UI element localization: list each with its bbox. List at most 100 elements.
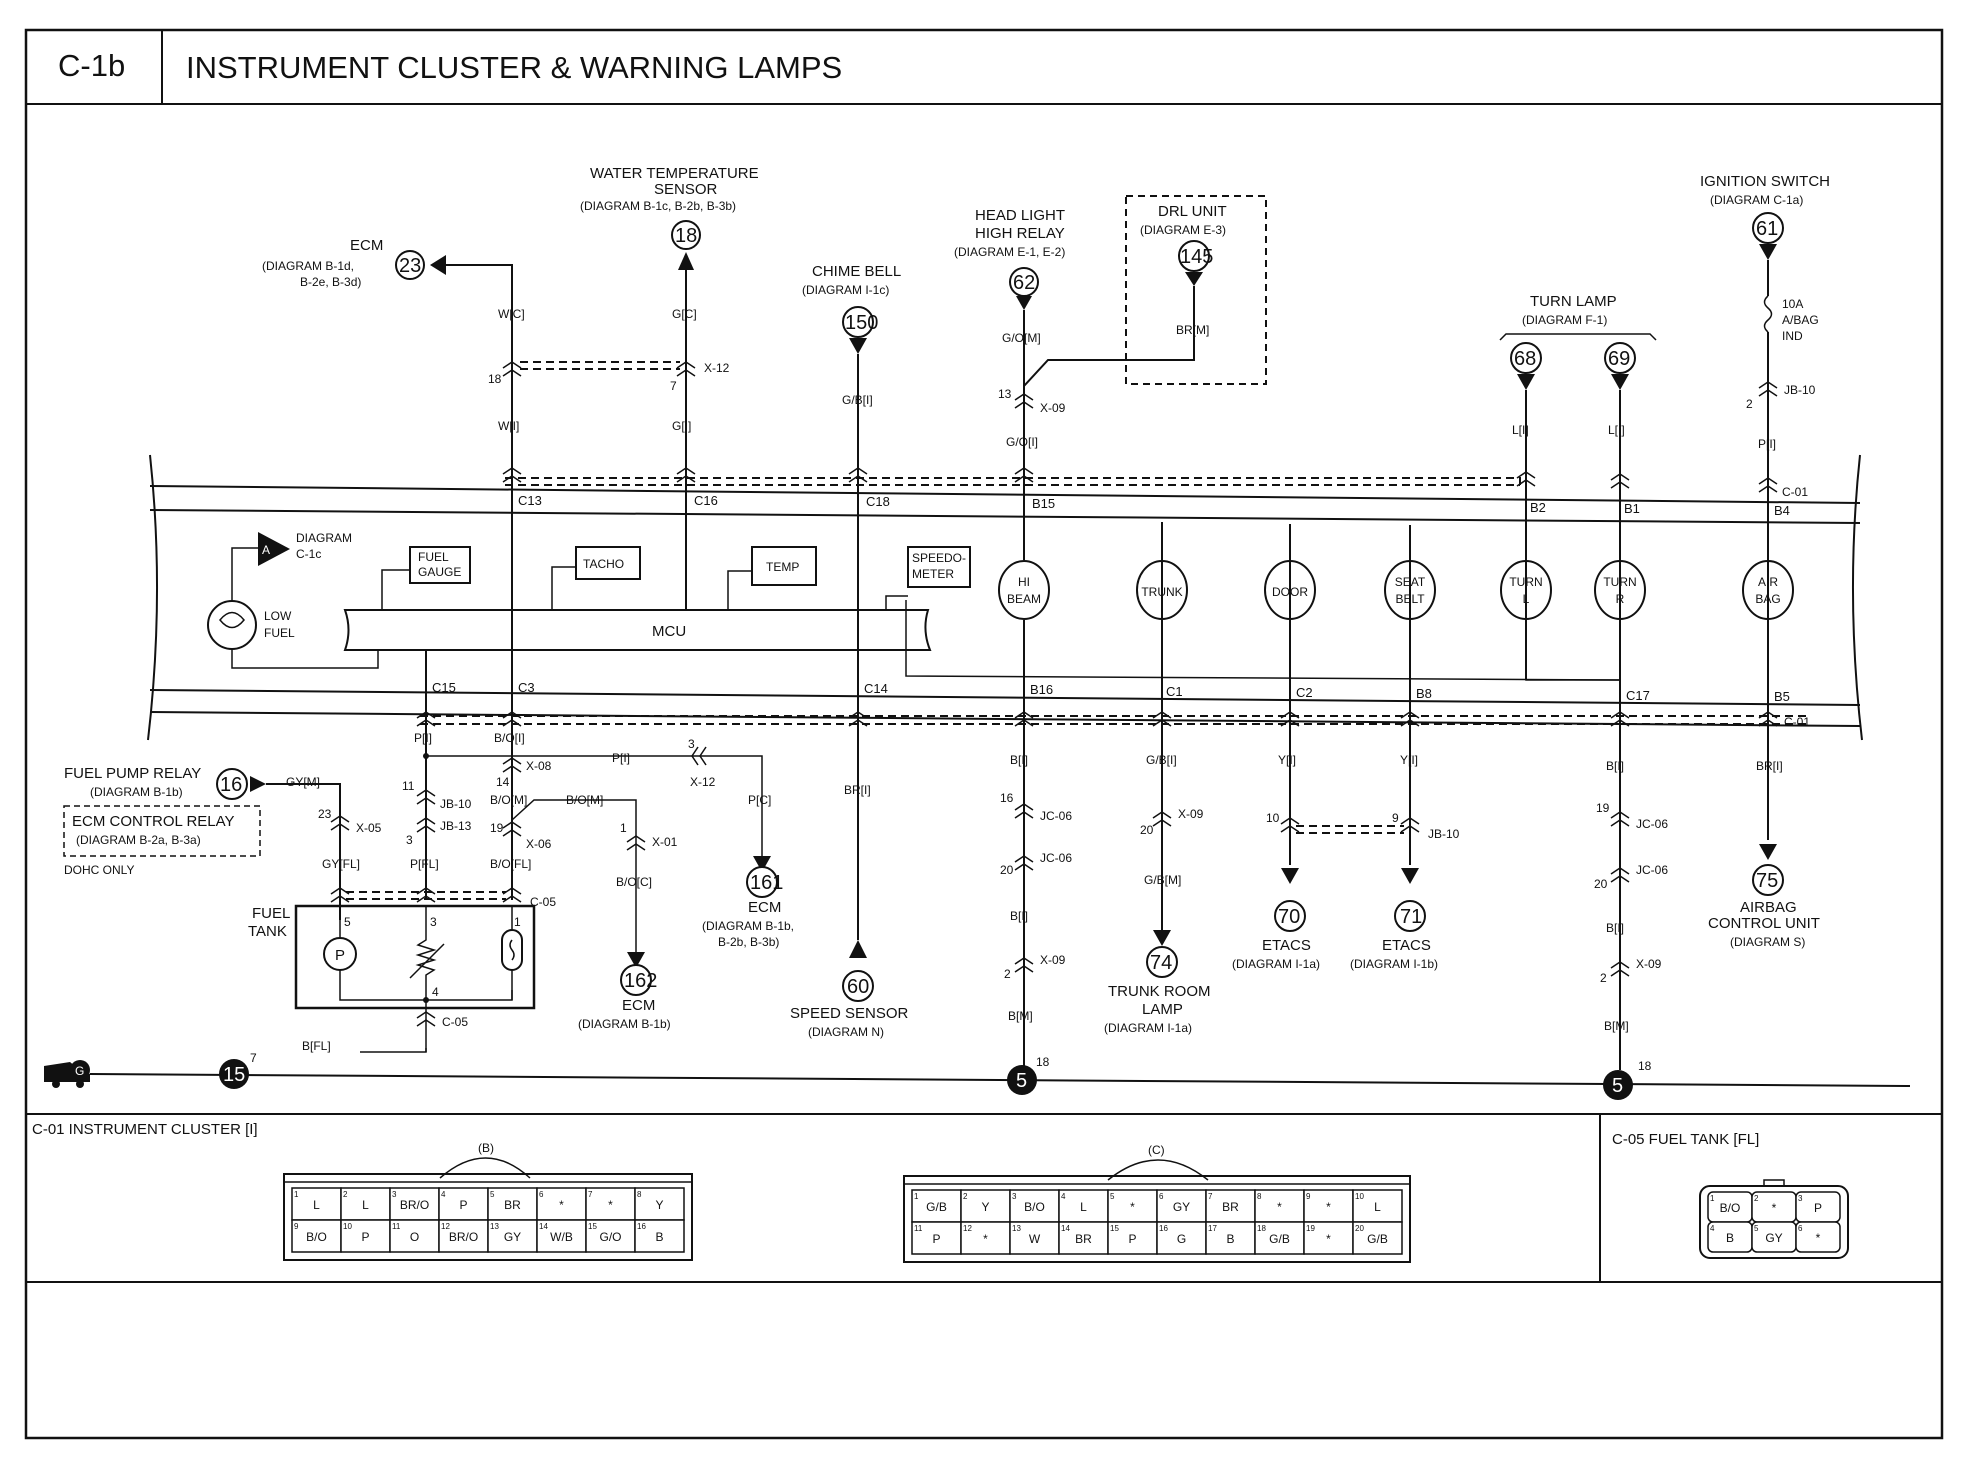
connector-panel: C-01 INSTRUMENT CLUSTER [I] C-05 FUEL TA… <box>26 1113 1942 1283</box>
etacs-70: Y[I] 10 70 ETACS (DIAGRAM I-1a) <box>1232 753 1320 971</box>
svg-text:15: 15 <box>588 1222 597 1231</box>
svg-text:A/BAG: A/BAG <box>1782 313 1819 327</box>
svg-text:3: 3 <box>406 833 413 847</box>
svg-text:JB-13: JB-13 <box>440 819 472 833</box>
svg-text:(DIAGRAM E-3): (DIAGRAM E-3) <box>1140 223 1226 237</box>
svg-text:17: 17 <box>1208 1224 1217 1233</box>
pin-label: C18 <box>866 494 890 509</box>
pin-label: B8 <box>1416 686 1432 701</box>
svg-text:P[FL]: P[FL] <box>410 857 439 871</box>
svg-text:69: 69 <box>1608 348 1630 370</box>
svg-text:4: 4 <box>441 1190 446 1199</box>
svg-text:2: 2 <box>1754 1194 1759 1203</box>
ecm-control-relay-box: ECM CONTROL RELAY (DIAGRAM B-2a, B-3a) D… <box>63 805 261 877</box>
ignition-switch-61-circuit: IGNITION SWITCH (DIAGRAM C-1a) 61 10A A/… <box>1700 173 1830 760</box>
svg-text:B/O[I]: B/O[I] <box>494 731 525 745</box>
svg-text:75: 75 <box>1756 870 1778 892</box>
connector-cell-label: * <box>1326 1200 1331 1214</box>
svg-text:19: 19 <box>1306 1224 1315 1233</box>
svg-text:3: 3 <box>688 737 695 751</box>
connector-cell-label: BR/O <box>449 1230 478 1244</box>
svg-text:G[I]: G[I] <box>672 419 691 433</box>
svg-text:3: 3 <box>430 915 437 929</box>
svg-text:9: 9 <box>294 1222 299 1231</box>
svg-text:ETACS: ETACS <box>1382 937 1431 954</box>
svg-text:SENSOR: SENSOR <box>654 181 718 198</box>
svg-text:16: 16 <box>220 774 242 796</box>
airbag-control-unit-75: BR[I] C-01 75 AIRBAG CONTROL UNIT (DIAGR… <box>1708 715 1820 949</box>
svg-text:AIRBAG: AIRBAG <box>1740 899 1797 916</box>
svg-text:10: 10 <box>1266 811 1280 825</box>
svg-text:(DIAGRAM I-1c): (DIAGRAM I-1c) <box>802 283 889 297</box>
svg-text:(DIAGRAM I-1b): (DIAGRAM I-1b) <box>1350 957 1438 971</box>
svg-text:JB-10: JB-10 <box>1784 383 1816 397</box>
svg-text:B/O[C]: B/O[C] <box>616 875 652 889</box>
svg-text:TEMP: TEMP <box>766 560 799 574</box>
connector-cell-label: B/O <box>1720 1201 1741 1215</box>
connector-cell-label: * <box>1326 1232 1331 1246</box>
connector-cell-label: G/B <box>1367 1232 1388 1246</box>
svg-text:BR[I]: BR[I] <box>844 783 871 797</box>
connector-cell-label: B <box>1226 1232 1234 1246</box>
svg-text:18: 18 <box>1036 1055 1050 1069</box>
connector-cell-label: * <box>608 1198 613 1212</box>
svg-text:(DIAGRAM S): (DIAGRAM S) <box>1730 935 1805 949</box>
svg-text:2: 2 <box>1600 971 1607 985</box>
connector-cell-label: B/O <box>1024 1200 1045 1214</box>
svg-text:10: 10 <box>1355 1192 1364 1201</box>
connector-c-grid: 1G/B2Y3B/O4L5*6GY7BR8*9*10L11P12*13W14BR… <box>903 1175 1411 1263</box>
svg-text:X-09: X-09 <box>1040 401 1066 415</box>
connector-cell <box>1205 1221 1256 1255</box>
pin-label: B1 <box>1624 501 1640 516</box>
svg-text:5: 5 <box>344 915 351 929</box>
svg-text:C-01: C-01 <box>1784 715 1810 729</box>
svg-text:4: 4 <box>432 985 439 999</box>
svg-text:DIAGRAM: DIAGRAM <box>296 531 352 545</box>
svg-text:FUEL PUMP RELAY: FUEL PUMP RELAY <box>64 765 201 782</box>
svg-text:2: 2 <box>1746 397 1753 411</box>
svg-text:(DIAGRAM I-1a): (DIAGRAM I-1a) <box>1104 1021 1192 1035</box>
connector-cell-label: L <box>313 1198 320 1212</box>
fuel-pump-relay-16: FUEL PUMP RELAY (DIAGRAM B-1b) 16 GY[M] … <box>64 765 382 920</box>
connector-cell <box>340 1187 391 1221</box>
svg-text:9: 9 <box>1392 811 1399 825</box>
svg-text:14: 14 <box>1061 1224 1070 1233</box>
pin-label: C1 <box>1166 684 1183 699</box>
diagram-title: INSTRUMENT CLUSTER & WARNING LAMPS <box>186 50 842 85</box>
connector-cell-label: W/B <box>550 1230 573 1244</box>
svg-text:W[I]: W[I] <box>498 419 519 433</box>
svg-text:G/B[I]: G/B[I] <box>1146 753 1177 767</box>
connector-cell-label: G/B <box>926 1200 947 1214</box>
connector-cell <box>1303 1189 1354 1223</box>
svg-text:18: 18 <box>1257 1224 1266 1233</box>
svg-text:(B): (B) <box>478 1141 494 1155</box>
svg-text:WATER TEMPERATURE: WATER TEMPERATURE <box>590 165 759 182</box>
svg-text:16: 16 <box>1159 1224 1168 1233</box>
svg-text:X-09: X-09 <box>1178 807 1204 821</box>
ecm-161: 161 ECM (DIAGRAM B-1b, B-2b, B-3b) <box>702 866 794 949</box>
svg-text:18: 18 <box>488 372 502 386</box>
svg-text:62: 62 <box>1013 272 1035 294</box>
svg-text:B-2e, B-3d): B-2e, B-3d) <box>300 275 361 289</box>
fuel-gauge-box: FUEL GAUGE <box>381 546 471 610</box>
connector-cell <box>1303 1221 1354 1255</box>
svg-text:74: 74 <box>1150 952 1172 974</box>
pin-label: B15 <box>1032 496 1055 511</box>
connector-cell-label: O <box>410 1230 419 1244</box>
svg-text:C-05: C-05 <box>442 1015 468 1029</box>
svg-text:1: 1 <box>1710 1194 1715 1203</box>
svg-text:5: 5 <box>1016 1070 1027 1092</box>
svg-text:6: 6 <box>1159 1192 1164 1201</box>
svg-text:DOHC ONLY: DOHC ONLY <box>64 863 134 877</box>
mcu-block: MCU <box>343 609 932 651</box>
svg-text:(DIAGRAM I-1a): (DIAGRAM I-1a) <box>1232 957 1320 971</box>
svg-text:ETACS: ETACS <box>1262 937 1311 954</box>
mcu-label: MCU <box>652 623 686 640</box>
svg-text:X-12: X-12 <box>704 361 730 375</box>
svg-text:19: 19 <box>490 821 504 835</box>
connector-cell-label: Y <box>655 1198 663 1212</box>
svg-text:C-01: C-01 <box>1782 485 1808 499</box>
svg-text:TANK: TANK <box>248 923 287 940</box>
